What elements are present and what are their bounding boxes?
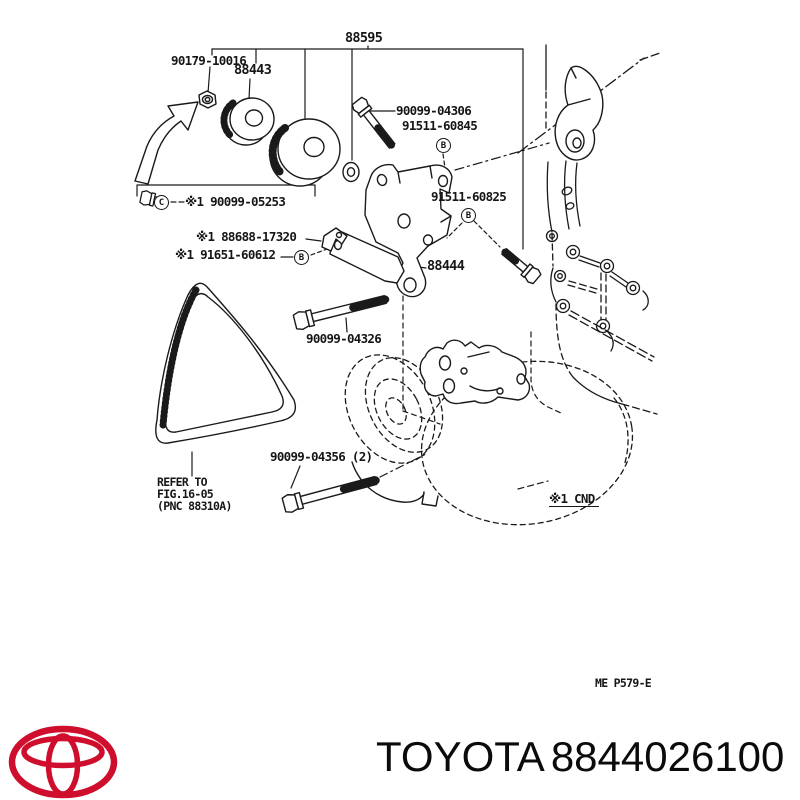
belt-reference-line1: REFER TO	[157, 475, 207, 489]
marker-b-icon: B	[436, 138, 451, 153]
clamp-drawing	[321, 227, 348, 252]
washer-drawing	[342, 161, 360, 183]
part-label-91511-60825: 91511-60825	[431, 189, 507, 204]
parts-diagram: 88595 90179-10016 88443 90099-04306 9151…	[134, 30, 661, 690]
belt-reference-line3: (PNC 88310A)	[157, 499, 232, 513]
part-label-90099-04356: 90099-04356 (2)	[270, 449, 373, 464]
belt-reference-note: REFER TO FIG.16-05 (PNC 88310A)	[157, 476, 232, 512]
idler-pulley-small-drawing	[220, 97, 275, 146]
compressor-drawing	[344, 339, 634, 526]
bracket-88444-drawing	[329, 163, 453, 298]
brand-name: TOYOTA	[376, 733, 545, 780]
marker-b-icon: B	[294, 250, 309, 265]
part-label-91511-60845: 91511-60845	[402, 118, 478, 133]
part-label-88443: 88443	[234, 62, 272, 78]
bolt-90099-04326-drawing	[292, 294, 390, 330]
arrow-icon	[134, 101, 199, 185]
engine-link-drawing	[554, 65, 604, 161]
leader-lines	[136, 45, 562, 490]
parts-diagram-artwork	[134, 44, 661, 526]
part-label-90179-10016: 90179-10016	[171, 53, 247, 68]
part-label-88444: 88444	[427, 258, 465, 274]
engine-bolt-drawing	[500, 247, 542, 285]
bolt-90099-04306-drawing	[351, 96, 396, 150]
toyota-logo-icon	[8, 725, 118, 799]
part-label-91651-60612: ※1 91651-60612	[175, 247, 276, 262]
part-label-88595: 88595	[345, 30, 383, 46]
belt-reference-line2: FIG.16-05	[157, 487, 214, 501]
caption-part-number: 8844026100	[550, 733, 785, 780]
part-label-90099-04326: 90099-04326	[306, 331, 382, 346]
part-label-90099-04306: 90099-04306	[396, 103, 472, 118]
part-label-90099-05253: ※1 90099-05253	[185, 194, 286, 209]
sheet-code: ME P579-E	[595, 676, 652, 690]
engine-outline-drawing	[517, 44, 661, 415]
condenser-note: ※1 CND	[549, 492, 599, 507]
marker-c-icon: C	[154, 195, 169, 210]
part-label-88688-17320: ※1 88688-17320	[196, 229, 297, 244]
idler-pulley-large-drawing	[268, 118, 341, 187]
drive-belt-drawing	[155, 282, 297, 444]
marker-b-icon: B	[461, 208, 476, 223]
nut-drawing	[198, 90, 217, 109]
bolt-90099-04356-drawing	[281, 475, 380, 513]
